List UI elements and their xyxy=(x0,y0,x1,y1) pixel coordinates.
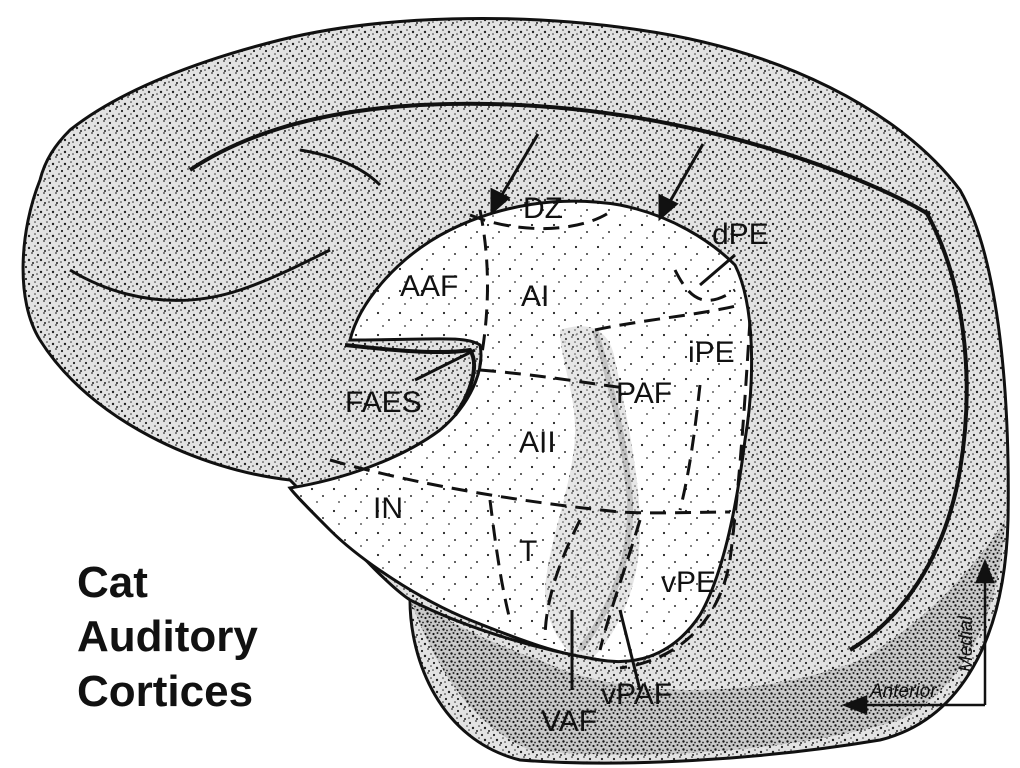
area-label-dpe: dPE xyxy=(712,218,769,251)
orientation-label-anterior: Anterior xyxy=(869,681,937,702)
figure-title-line-1: Cat xyxy=(77,558,148,607)
figure-title-line-2: Auditory xyxy=(77,612,258,661)
figure-title-line-3: Cortices xyxy=(77,667,253,716)
area-label-ipe: iPE xyxy=(688,336,735,369)
area-label-aii: AII xyxy=(519,426,556,459)
area-label-aaf: AAF xyxy=(400,270,458,303)
area-label-vpaf: vPAF xyxy=(601,678,672,711)
area-label-dz: DZ xyxy=(523,192,563,225)
area-label-vpe: vPE xyxy=(661,566,716,599)
area-label-paf: PAF xyxy=(616,377,672,410)
orientation-label-medial: Medial xyxy=(956,615,977,672)
area-label-in: IN xyxy=(373,492,403,525)
area-label-faes: FAES xyxy=(345,386,422,419)
area-label-t: T xyxy=(519,535,537,568)
area-label-vaf: VAF xyxy=(541,705,597,738)
area-label-ai: AI xyxy=(521,280,549,313)
